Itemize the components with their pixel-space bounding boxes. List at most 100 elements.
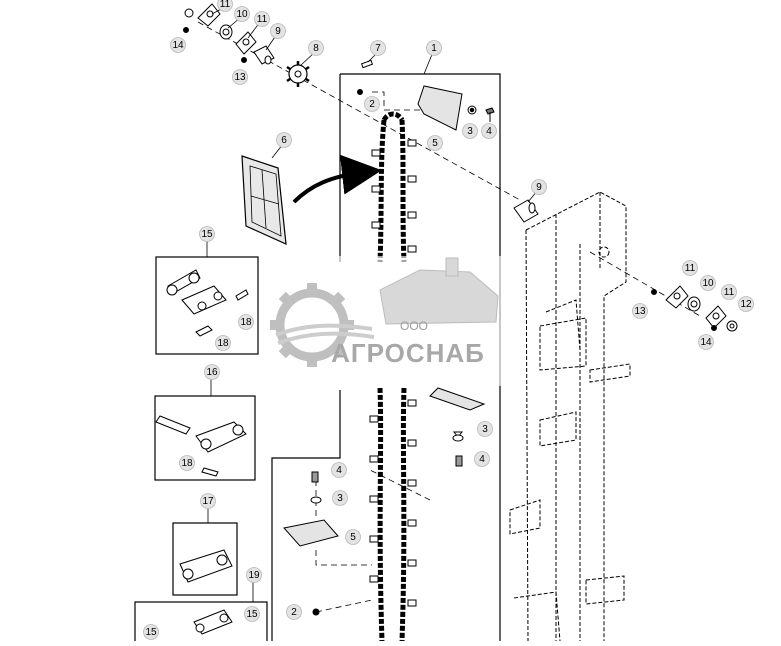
callout-18: 18	[179, 455, 195, 471]
callout-5: 5	[427, 135, 443, 151]
callout-number: 10	[236, 9, 248, 20]
agrosnab-watermark: ООО АГРОСНАБ	[260, 256, 506, 386]
callout-number: 14	[172, 40, 184, 51]
callout-circle	[232, 69, 248, 85]
callout-number: 17	[202, 496, 214, 507]
callout-number: 2	[369, 99, 375, 110]
callout-circle	[531, 179, 547, 195]
callout-circle	[345, 529, 361, 545]
callout-11: 11	[217, 0, 233, 12]
callout-number: 18	[181, 458, 193, 469]
mid-spacer-part	[513, 199, 539, 223]
callout-15: 15	[244, 606, 260, 622]
callout-7: 7	[370, 40, 386, 56]
callout-14: 14	[698, 334, 714, 350]
callout-18: 18	[238, 314, 254, 330]
callout-circle	[738, 296, 754, 312]
callout-number: 18	[217, 338, 229, 349]
callout-circle	[682, 260, 698, 276]
callout-number: 11	[685, 263, 696, 274]
callout-number: 10	[702, 278, 714, 289]
callout-number: 4	[479, 454, 485, 465]
chain-link-19	[193, 609, 233, 635]
key-part	[360, 59, 374, 69]
chain-top	[371, 111, 417, 263]
callout-number: 2	[291, 607, 297, 618]
scraper-top	[357, 85, 495, 131]
callout-number: 15	[201, 229, 213, 240]
callout-number: 11	[257, 14, 268, 25]
gear-logo-icon	[270, 283, 375, 367]
callout-circle	[477, 421, 493, 437]
callout-number: 15	[145, 627, 157, 638]
callout-circle	[474, 451, 490, 467]
callout-number: 11	[724, 287, 735, 298]
callout-circle	[270, 23, 286, 39]
callout-number: 8	[313, 43, 319, 54]
callout-circle	[199, 226, 215, 242]
callout-10: 10	[700, 275, 716, 291]
top-bearing-parts	[183, 3, 275, 65]
callout-number: 3	[467, 126, 473, 137]
callout-number: 4	[336, 465, 342, 476]
callout-18: 18	[215, 335, 231, 351]
callout-4: 4	[474, 451, 490, 467]
callout-circle	[308, 40, 324, 56]
callout-16: 16	[204, 364, 220, 380]
callout-number: 15	[246, 609, 258, 620]
scraper-lower-right	[429, 387, 486, 467]
callout-13: 13	[632, 303, 648, 319]
callout-1: 1	[426, 40, 442, 56]
callout-8: 8	[308, 40, 324, 56]
callout-9: 9	[270, 23, 286, 39]
callout-4: 4	[481, 123, 497, 139]
callout-circle	[143, 624, 159, 640]
callout-15: 15	[199, 226, 215, 242]
callout-circle	[246, 567, 262, 583]
callout-number: 13	[234, 72, 246, 83]
callout-4: 4	[331, 462, 347, 478]
callout-number: 16	[206, 367, 218, 378]
callout-number: 11	[220, 0, 231, 10]
direction-arrow	[292, 154, 382, 204]
callout-number: 4	[486, 126, 492, 137]
chain-link-15	[166, 269, 249, 337]
callout-circle	[244, 606, 260, 622]
callout-9: 9	[531, 179, 547, 195]
callout-circle	[426, 40, 442, 56]
sprocket-part	[286, 61, 310, 87]
chain-link-16	[155, 415, 247, 477]
callout-circle	[204, 364, 220, 380]
scraper-lower-left	[283, 471, 339, 616]
callout-number: 9	[536, 182, 542, 193]
callout-circle	[238, 314, 254, 330]
right-bearing-parts	[651, 285, 738, 332]
callout-number: 7	[375, 43, 381, 54]
callout-circle	[364, 96, 380, 112]
callout-number: 5	[432, 138, 438, 149]
callout-circle	[331, 462, 347, 478]
callout-13: 13	[232, 69, 248, 85]
detail-box-17	[172, 522, 238, 596]
callout-circle	[254, 11, 270, 27]
detail-box-16	[154, 395, 256, 481]
callout-11: 11	[254, 11, 270, 27]
callout-circle	[215, 335, 231, 351]
callout-number: 6	[281, 135, 287, 146]
chain-bottom	[369, 387, 417, 642]
callout-3: 3	[332, 490, 348, 506]
callout-circle	[179, 455, 195, 471]
callout-2: 2	[364, 96, 380, 112]
detail-box-19	[134, 601, 268, 646]
callout-5: 5	[345, 529, 361, 545]
callout-3: 3	[477, 421, 493, 437]
callout-circle	[332, 490, 348, 506]
callout-circle	[234, 6, 250, 22]
callout-circle	[217, 0, 233, 12]
chain-link-17	[179, 549, 233, 583]
watermark-name: АГРОСНАБ	[331, 338, 485, 368]
callout-10: 10	[234, 6, 250, 22]
callout-number: 5	[350, 532, 356, 543]
